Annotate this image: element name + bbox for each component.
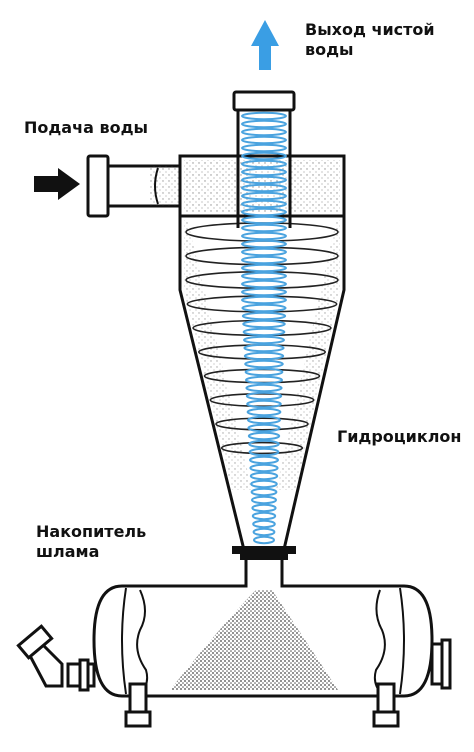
outlet-label-line1: Выход чистой <box>305 20 435 39</box>
spiral-coil <box>247 423 281 433</box>
spiral-coil <box>241 167 287 177</box>
spiral-coil <box>251 495 277 505</box>
cyclone-label: Гидроциклон <box>337 427 462 446</box>
spiral-coil <box>250 479 278 489</box>
outlet-tube <box>232 90 296 228</box>
spiral-coil <box>243 335 285 345</box>
sludge-tank <box>16 560 452 728</box>
spiral-coil <box>241 287 287 297</box>
sludge-label-line2: шлама <box>36 542 100 561</box>
spiral-coil <box>248 447 280 457</box>
spiral-coil <box>241 247 287 257</box>
spiral-coil <box>243 343 285 353</box>
spiral-coil <box>241 175 287 185</box>
spiral-coil <box>241 143 287 153</box>
spiral-coil <box>241 239 287 249</box>
spiral-coil <box>252 527 276 537</box>
spiral-coil <box>250 487 278 497</box>
spiral-coil <box>242 327 286 337</box>
swirl-ring <box>215 417 309 431</box>
spiral-coil <box>253 535 275 545</box>
spiral-coil <box>249 463 279 473</box>
inner-spiral <box>241 111 287 545</box>
spiral-coil <box>241 135 287 145</box>
spiral-coil <box>242 319 286 329</box>
spiral-coil <box>246 399 282 409</box>
sludge-tank-label: Накопитель шлама <box>36 522 146 562</box>
spiral-coil <box>244 367 284 377</box>
spiral-coil <box>241 223 287 233</box>
arrow-up-icon <box>251 20 279 70</box>
inlet-label: Подача воды <box>24 118 148 137</box>
spiral-coil <box>249 471 279 481</box>
spiral-coil <box>247 415 281 425</box>
spiral-coil <box>241 255 287 265</box>
spiral-coil <box>241 183 287 193</box>
spiral-coil <box>245 391 283 401</box>
spiral-coil <box>241 303 287 313</box>
spiral-coil <box>249 455 279 465</box>
apex-flange <box>232 546 296 560</box>
cyclone-head <box>178 154 346 218</box>
spiral-coil <box>252 519 276 529</box>
spiral-coil <box>241 263 287 273</box>
spiral-coil <box>241 311 287 321</box>
spiral-coil <box>241 127 287 137</box>
spiral-coil <box>241 271 287 281</box>
spiral-coil <box>244 359 284 369</box>
spiral-coil <box>248 439 280 449</box>
spiral-coil <box>241 215 287 225</box>
spiral-coil <box>241 295 287 305</box>
spiral-coil <box>241 111 287 121</box>
spiral-coil <box>241 151 287 161</box>
outlet-label-line2: воды <box>305 40 354 59</box>
spiral-coil <box>246 407 282 417</box>
spiral-coil <box>247 431 281 441</box>
spiral-coil <box>251 503 277 513</box>
cyclone-cone <box>178 214 346 560</box>
spiral-coil <box>241 119 287 129</box>
outlet-label: Выход чистой воды <box>305 20 435 60</box>
spiral-coil <box>241 207 287 217</box>
spiral-coil <box>241 279 287 289</box>
sludge-label-line1: Накопитель <box>36 522 147 541</box>
swirl-ring <box>220 441 304 455</box>
spiral-coil <box>241 159 287 169</box>
spiral-coil <box>241 199 287 209</box>
spiral-coil <box>241 191 287 201</box>
spiral-coil <box>251 511 277 521</box>
spiral-coil <box>245 383 283 393</box>
spiral-coil <box>243 351 285 361</box>
spiral-coil <box>241 231 287 241</box>
spiral-coil <box>245 375 283 385</box>
arrow-right-icon <box>34 168 80 200</box>
